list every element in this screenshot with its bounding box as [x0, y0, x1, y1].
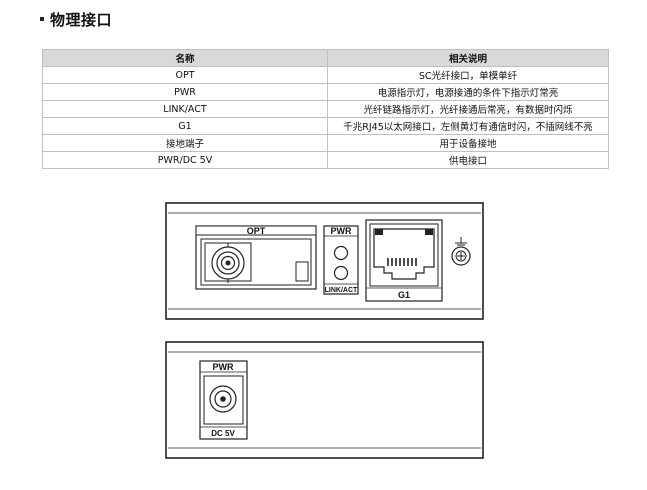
- table-row: PWR/DC 5V 供电接口: [42, 151, 609, 169]
- bullet-icon: [40, 17, 44, 21]
- front-panel: OPT PWR LINK/ACT: [165, 202, 484, 320]
- ground-terminal-icon: [451, 237, 471, 266]
- rear-panel: PWR DC 5V: [165, 341, 484, 459]
- link-act-label: LINK/ACT: [325, 287, 358, 294]
- rear-pwr-label: PWR: [213, 362, 234, 372]
- pwr-led-label: PWR: [331, 226, 352, 236]
- table-row: G1 千兆RJ45以太网接口，左侧黄灯有通信时闪，不插网线不亮: [42, 117, 609, 135]
- table-row: 接地端子 用于设备接地: [42, 134, 609, 152]
- column-header-description: 相关说明: [327, 49, 609, 67]
- table-header-row: 名称 相关说明: [42, 49, 609, 67]
- interface-table: 名称 相关说明 OPT SC光纤接口，单模单纤 PWR 电源指示灯，电源接通的条…: [42, 49, 609, 169]
- g1-label: G1: [398, 290, 410, 300]
- section-title: 物理接口: [50, 10, 113, 29]
- opt-label: OPT: [247, 226, 266, 236]
- g1-port: G1: [365, 219, 443, 302]
- section-heading: 物理接口: [40, 8, 112, 30]
- link-act-led: [333, 265, 349, 281]
- table-cell-description: 供电接口: [327, 151, 609, 169]
- dc-5v-label: DC 5V: [211, 429, 235, 438]
- pwr-led: [333, 245, 349, 261]
- led-indicators: PWR LINK/ACT: [323, 225, 359, 295]
- dc-power-port: PWR DC 5V: [199, 360, 248, 440]
- opt-port: OPT: [195, 225, 317, 290]
